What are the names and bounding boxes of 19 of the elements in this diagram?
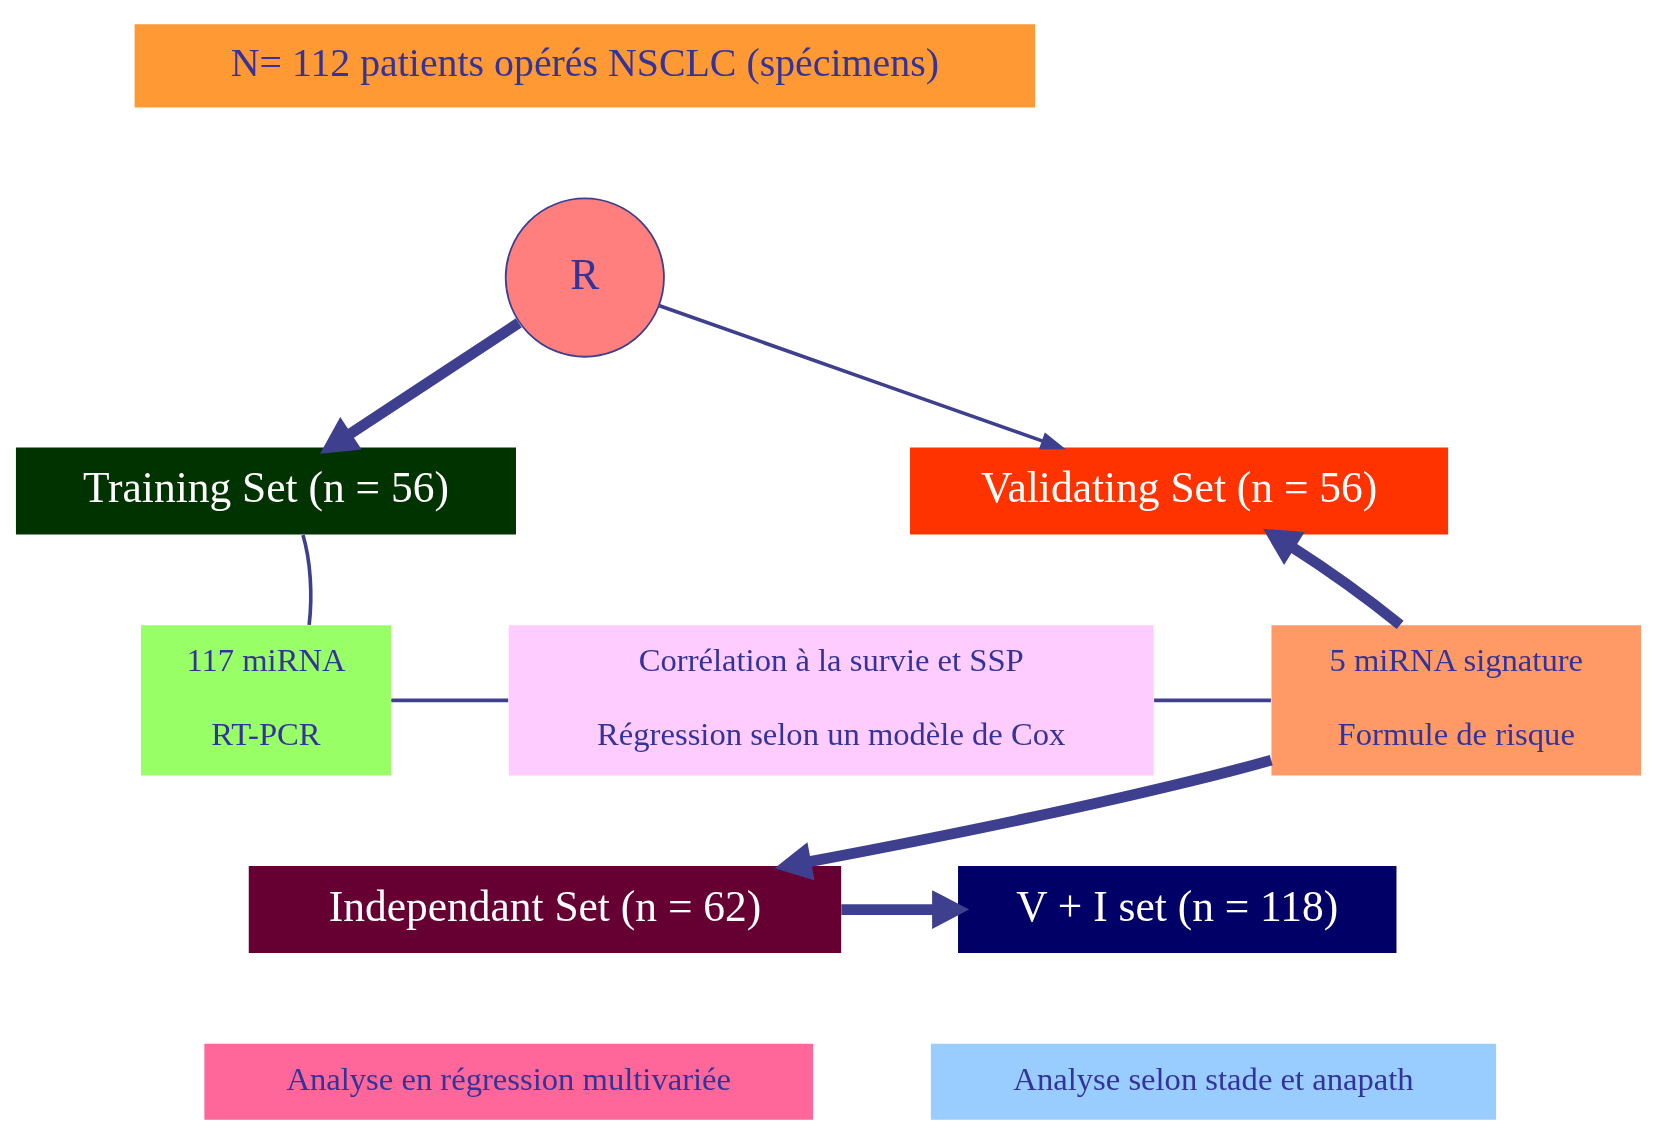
node-box: Training Set (n = 56) xyxy=(15,447,516,535)
connector xyxy=(301,534,313,625)
connector xyxy=(391,698,509,702)
node-box: Analyse selon stade et anapath xyxy=(930,1043,1497,1120)
arrow xyxy=(1262,528,1404,629)
node-box: V + I set (n = 118) xyxy=(958,865,1397,953)
arrow xyxy=(658,303,1066,449)
arrow xyxy=(774,754,1273,880)
connector xyxy=(1154,698,1271,702)
node-circle: R xyxy=(504,197,665,358)
node-box: Corrélation à la survie et SSP Régression selon un modèle de Cox xyxy=(508,624,1154,776)
node-box: Independant Set (n = 62) xyxy=(248,865,842,953)
node-box: Validating Set (n = 56) xyxy=(910,447,1449,535)
arrow xyxy=(320,317,522,454)
node-box: N= 112 patients opérés NSCLC (spécimens) xyxy=(134,23,1036,108)
node-box: 117 miRNA RT-PCR xyxy=(140,624,391,776)
node-box: Analyse en régression multivariée xyxy=(204,1043,814,1120)
node-box: 5 miRNA signature Formule de risque xyxy=(1271,624,1642,776)
arrow xyxy=(841,889,970,929)
